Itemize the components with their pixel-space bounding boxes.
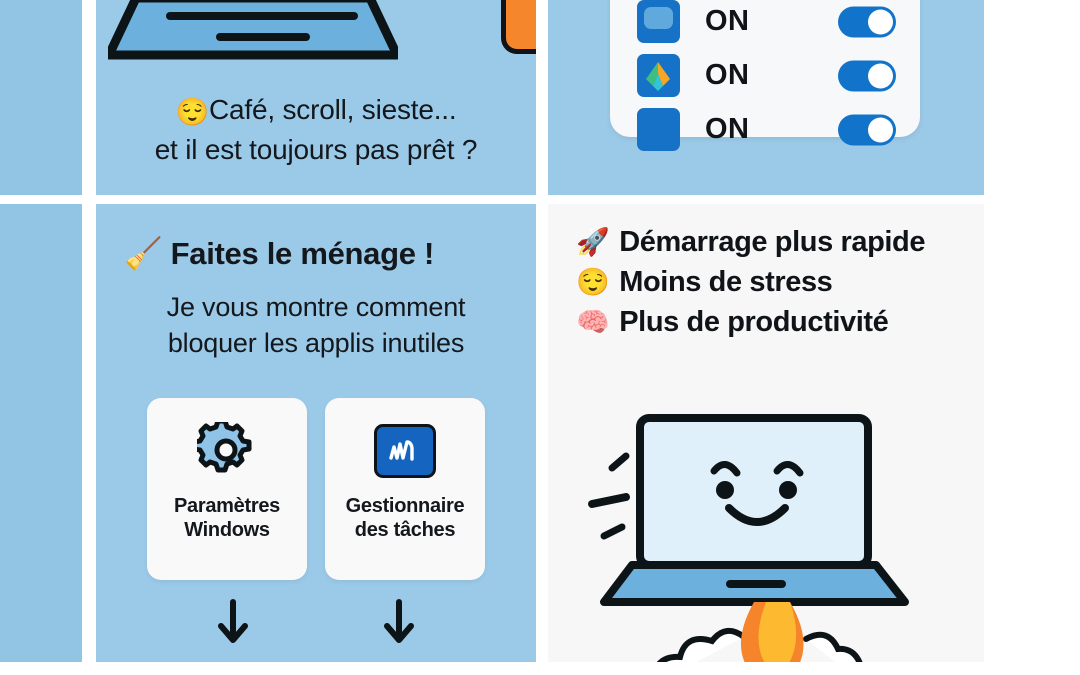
- hook-caption-line-2: et il est toujours pas prêt ?: [154, 134, 478, 165]
- rocket-emoji: 🚀: [576, 227, 610, 257]
- startup-row[interactable]: ON: [610, 98, 920, 161]
- hook-panel: 😌Café, scroll, sieste... et il est toujo…: [96, 0, 536, 195]
- gutter-middle: [536, 0, 548, 675]
- cleanup-panel: 🧹 Faites le ménage ! Je vous montre comm…: [96, 204, 536, 662]
- startup-toggle-card: ON ON ON: [610, 0, 920, 151]
- task-manager-icon: [374, 422, 436, 480]
- startup-toggle-switch[interactable]: [838, 60, 896, 91]
- laptop-illustration: [108, 0, 398, 60]
- app-card-label: Gestionnaire des tâches: [346, 494, 465, 542]
- cleanup-subtitle-line-1: Je vous montre comment: [166, 292, 466, 322]
- cleanup-heading-text: Faites le ménage !: [170, 236, 435, 271]
- app-card-label-line-2: Windows: [184, 519, 270, 541]
- app-tile-solid-square-icon: [637, 108, 680, 151]
- relieved-face-emoji: 😌: [576, 267, 610, 297]
- benefit-item: 🧠 Plus de productivité: [576, 306, 984, 339]
- relieved-face-emoji: 😌: [175, 97, 210, 127]
- hook-caption-line-1-text: Café, scroll, sieste...: [208, 94, 457, 125]
- gear-icon: [197, 422, 257, 480]
- app-card-task-manager[interactable]: Gestionnaire des tâches: [325, 398, 485, 580]
- startup-row[interactable]: ON: [610, 44, 920, 107]
- gutter-horizontal: [0, 195, 1080, 204]
- startup-row-status: ON: [705, 59, 750, 91]
- gutter-right: [984, 0, 1080, 675]
- arrow-row: [96, 599, 536, 645]
- benefit-text: Démarrage plus rapide: [619, 226, 926, 258]
- startup-toggle-switch[interactable]: [838, 6, 896, 37]
- cleanup-heading: 🧹 Faites le ménage !: [124, 235, 524, 272]
- cleanup-subtitle: Je vous montre comment bloquer les appli…: [96, 289, 536, 361]
- app-card-label-line-2: des tâches: [354, 519, 456, 541]
- hook-caption-line-1: 😌Café, scroll, sieste...: [96, 93, 536, 129]
- startup-row-status: ON: [705, 113, 750, 145]
- gutter-left: [82, 0, 96, 675]
- down-arrow-icon: [218, 599, 248, 643]
- app-card-label-line-1: Paramètres: [174, 495, 280, 517]
- benefits-panel: 🚀 Démarrage plus rapide 😌 Moins de stres…: [548, 204, 984, 662]
- benefit-text: Plus de productivité: [619, 306, 889, 338]
- startup-row[interactable]: ON: [610, 0, 920, 53]
- benefit-item: 😌 Moins de stress: [576, 266, 984, 299]
- app-card-label-line-1: Gestionnaire: [345, 495, 465, 517]
- startup-apps-panel: ON ON ON: [548, 0, 984, 195]
- app-card-label: Paramètres Windows: [174, 494, 280, 542]
- startup-row-status: ON: [705, 5, 750, 37]
- down-arrow-icon: [384, 599, 414, 643]
- coffee-mug-icon: [501, 0, 536, 54]
- broom-emoji: 🧹: [124, 236, 163, 271]
- benefit-text: Moins de stress: [619, 266, 833, 298]
- brain-emoji: 🧠: [576, 307, 610, 337]
- app-card-row: Paramètres Windows Gestionnaire des tâch…: [96, 398, 536, 580]
- benefits-list: 🚀 Démarrage plus rapide 😌 Moins de stres…: [576, 226, 984, 346]
- benefit-item: 🚀 Démarrage plus rapide: [576, 226, 984, 259]
- app-tile-light-square-icon: [637, 0, 680, 43]
- gutter-bottom: [0, 662, 1080, 675]
- startup-toggle-switch[interactable]: [838, 114, 896, 145]
- cleanup-subtitle-line-2: bloquer les applis inutiles: [167, 328, 465, 359]
- smiling-laptop-rocket-illustration: [588, 414, 909, 662]
- app-tile-leaf-logo-icon: [637, 54, 680, 97]
- app-card-windows-settings[interactable]: Paramètres Windows: [147, 398, 307, 580]
